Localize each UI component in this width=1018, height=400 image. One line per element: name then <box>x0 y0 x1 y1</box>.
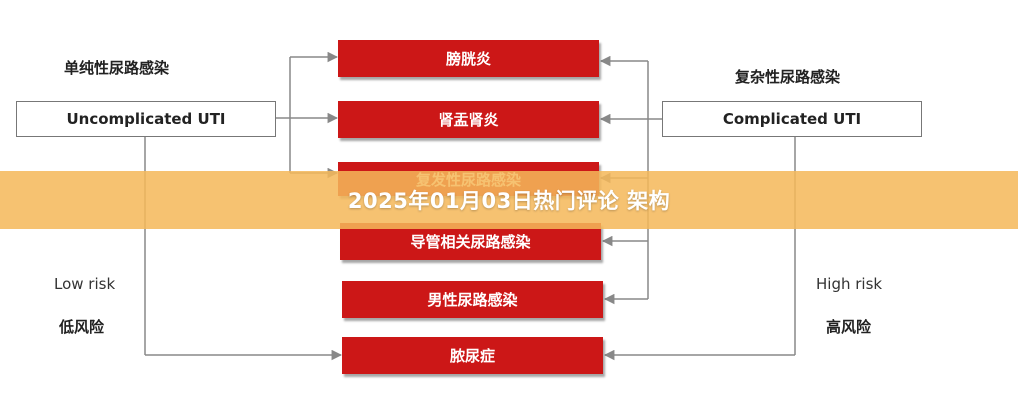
condition-cystitis: 膀胱炎 <box>338 40 599 77</box>
condition-pyelonephritis: 肾盂肾炎 <box>338 101 599 138</box>
condition-catheter-uti: 导管相关尿路感染 <box>340 223 601 260</box>
banner-text: 2025年01月03日热门评论 架构 <box>347 189 671 213</box>
low-risk-label: Low risk <box>54 275 116 293</box>
complicated-heading: 复杂性尿路感染 <box>735 68 841 86</box>
high-risk-label: High risk <box>816 275 883 293</box>
complicated-uti-box: Complicated UTI <box>662 101 922 137</box>
uncomplicated-uti-box: Uncomplicated UTI <box>16 101 276 137</box>
condition-male-uti: 男性尿路感染 <box>342 281 603 318</box>
low-risk-cn-label: 低风险 <box>59 318 105 336</box>
high-risk-cn-label: 高风险 <box>826 318 872 336</box>
condition-pyuria: 脓尿症 <box>342 337 603 374</box>
uncomplicated-heading: 单纯性尿路感染 <box>64 59 170 77</box>
overlay-banner: 2025年01月03日热门评论 架构 <box>0 171 1018 229</box>
